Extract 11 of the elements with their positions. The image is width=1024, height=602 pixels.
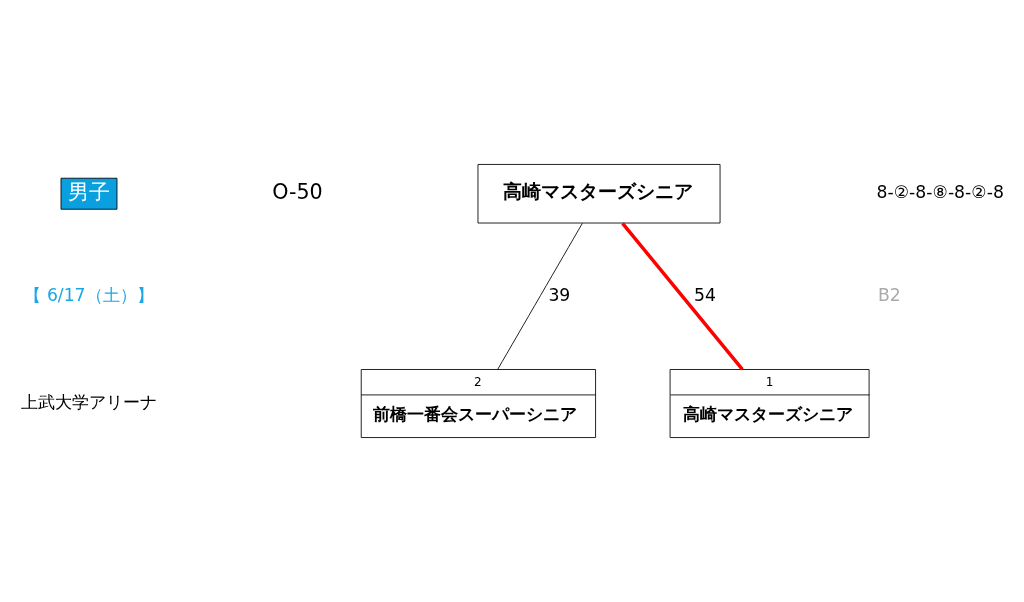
- label: 男子: [67, 180, 110, 205]
- connector: [497, 222, 583, 370]
- edge-label: 54: [694, 284, 716, 305]
- label: B2: [877, 284, 901, 305]
- label: O-50: [272, 180, 323, 205]
- edge-label: 39: [548, 284, 571, 305]
- node-box: 高崎マスターズシニア: [477, 164, 721, 224]
- label: 上武大学アリーナ: [20, 391, 157, 412]
- label: 【 6/17（土）】: [24, 284, 154, 305]
- connector: [621, 222, 744, 371]
- label: 8-②-8-⑧-8-②-8: [876, 182, 1004, 203]
